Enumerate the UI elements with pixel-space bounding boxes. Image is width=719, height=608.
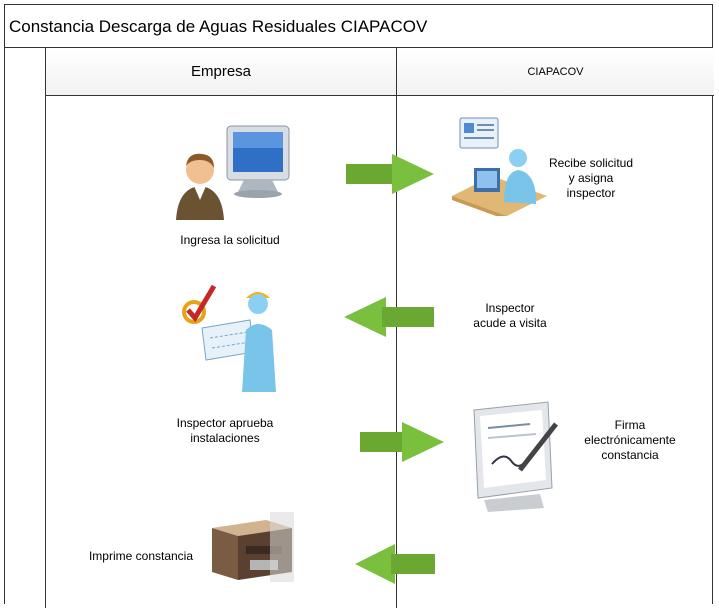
signature-screen-icon (473, 401, 558, 512)
left-strip (5, 48, 46, 608)
step-imprime-label: Imprime constancia (76, 549, 206, 564)
diagram-frame: Constancia Descarga de Aguas Residuales … (4, 4, 714, 608)
step-firma-label: Firma electrónicamente constancia (570, 418, 690, 463)
arrow-left-2 (355, 544, 435, 584)
step-recibe-line3: inspector (566, 186, 616, 200)
step-ingresa-label: Ingresa la solicitud (160, 233, 300, 248)
step-recibe-line2: y asigna (568, 171, 614, 185)
step-ingresa-text: Ingresa la solicitud (180, 233, 280, 247)
lane-header-row (46, 48, 714, 96)
step-recibe-label: Recibe solicitud y asigna inspector (536, 156, 646, 201)
printer-icon (212, 512, 294, 582)
step-acude-line2: acude a visita (473, 316, 547, 330)
step-acude-label: Inspector acude a visita (455, 301, 565, 331)
arrow-right-2 (360, 422, 444, 462)
arrow-right-1 (346, 154, 434, 194)
step-firma-line3: constancia (601, 448, 659, 462)
step-firma-line2: electrónicamente (584, 433, 676, 447)
lane-divider (396, 48, 397, 608)
lane-empresa-header: Empresa (190, 63, 252, 80)
step-imprime-text: Imprime constancia (88, 549, 194, 563)
step-firma-line1: Firma (614, 418, 646, 432)
step-acude-line1: Inspector (485, 301, 535, 315)
step-aprueba-line2: instalaciones (190, 431, 260, 445)
step-aprueba-line1: Inspector aprueba (176, 416, 274, 430)
inspector-blueprint-icon (182, 284, 276, 392)
step-recibe-line1: Recibe solicitud (548, 156, 634, 170)
arrow-left-1 (344, 297, 434, 337)
user-computer-icon (176, 125, 290, 220)
office-worker-icon (452, 117, 547, 216)
step-aprueba-label: Inspector aprueba instalaciones (160, 416, 290, 446)
lane-ciapacov-header: CIAPACOV (527, 66, 584, 78)
diagram-title: Constancia Descarga de Aguas Residuales … (5, 5, 712, 48)
